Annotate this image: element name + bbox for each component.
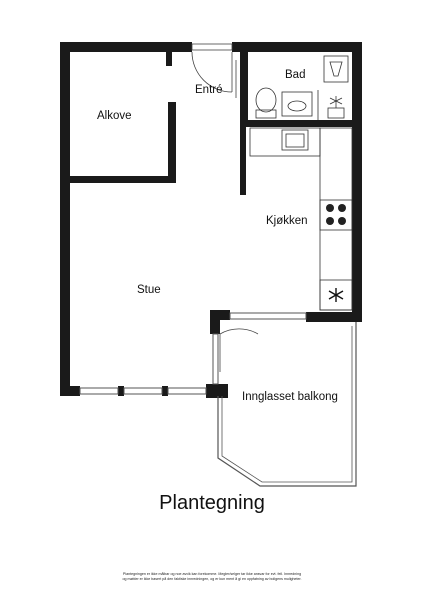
room-label-balkong: Innglasset balkong	[242, 391, 338, 403]
wall-top-right	[232, 42, 362, 52]
disclaimer-line-2: og møbler er ikke basert på den faktiske…	[122, 576, 302, 581]
shower-icon	[327, 96, 345, 119]
wall-balcony-right-stub	[306, 312, 362, 322]
room-label-stue: Stue	[137, 284, 161, 296]
plan-title: Plantegning	[159, 492, 265, 514]
window-stue-2	[123, 387, 163, 395]
balcony-door-swing	[219, 328, 259, 335]
kitchen-counter-right	[319, 127, 353, 311]
toilet-bowl	[255, 87, 277, 113]
toilet-tank	[255, 109, 277, 119]
wall-bottom-mid-post-2	[162, 386, 168, 396]
kitchen-sink	[281, 129, 309, 151]
wall-alkove-right	[168, 102, 176, 183]
wall-kitchen-left-stub	[240, 127, 246, 195]
disclaimer-line-1: Plantegningen er ikke målbar og noe avvi…	[122, 572, 302, 576]
entry-door-gap	[191, 43, 233, 51]
windows	[79, 312, 307, 395]
balcony	[217, 322, 357, 487]
room-label-bad: Bad	[285, 69, 305, 81]
walls	[60, 42, 362, 398]
window-stue-1	[79, 387, 119, 395]
kitchen-counter-top	[249, 127, 321, 157]
wall-alkove-top-stub	[166, 52, 172, 66]
entry-door-swing	[191, 51, 233, 93]
window-balcony-left	[212, 333, 219, 385]
wall-bottom-mid-post-1	[118, 386, 124, 396]
wall-bottom-right-post	[206, 384, 228, 398]
wall-top-left	[60, 42, 192, 52]
kitchen-sink-basin	[285, 133, 305, 148]
stove-burners-icon	[326, 204, 346, 225]
room-label-entre: Entré	[195, 84, 223, 96]
wall-right	[352, 42, 362, 322]
disclaimer: Plantegningen er ikke målbar og noe avvi…	[62, 572, 362, 581]
entry-door	[191, 43, 237, 98]
room-label-kjokken: Kjøkken	[266, 215, 308, 227]
wall-alkove-bottom	[70, 176, 176, 183]
stove	[319, 199, 353, 231]
room-labels: Alkove Entré Bad Kjøkken Stue Innglasset…	[97, 69, 338, 403]
washer-drum	[329, 61, 343, 77]
window-stue-3	[167, 387, 207, 395]
bathroom-fixtures	[255, 55, 349, 120]
wall-balcony-left-upper	[210, 310, 220, 334]
wall-bottom-left-post	[60, 386, 80, 396]
balcony-glass	[221, 326, 353, 483]
window-balcony-top	[229, 312, 307, 320]
balcony-outline	[217, 322, 357, 487]
fridge	[319, 279, 353, 311]
kitchen-fixtures	[249, 127, 353, 311]
room-label-alkove: Alkove	[97, 110, 132, 122]
bad-sink-basin	[287, 100, 307, 112]
bad-sink	[281, 91, 313, 117]
wall-left	[60, 42, 70, 396]
washer	[323, 55, 349, 83]
wall-bad-bottom	[240, 120, 362, 127]
fridge-snowflake-icon	[328, 288, 344, 302]
wall-bad-left	[240, 42, 248, 126]
